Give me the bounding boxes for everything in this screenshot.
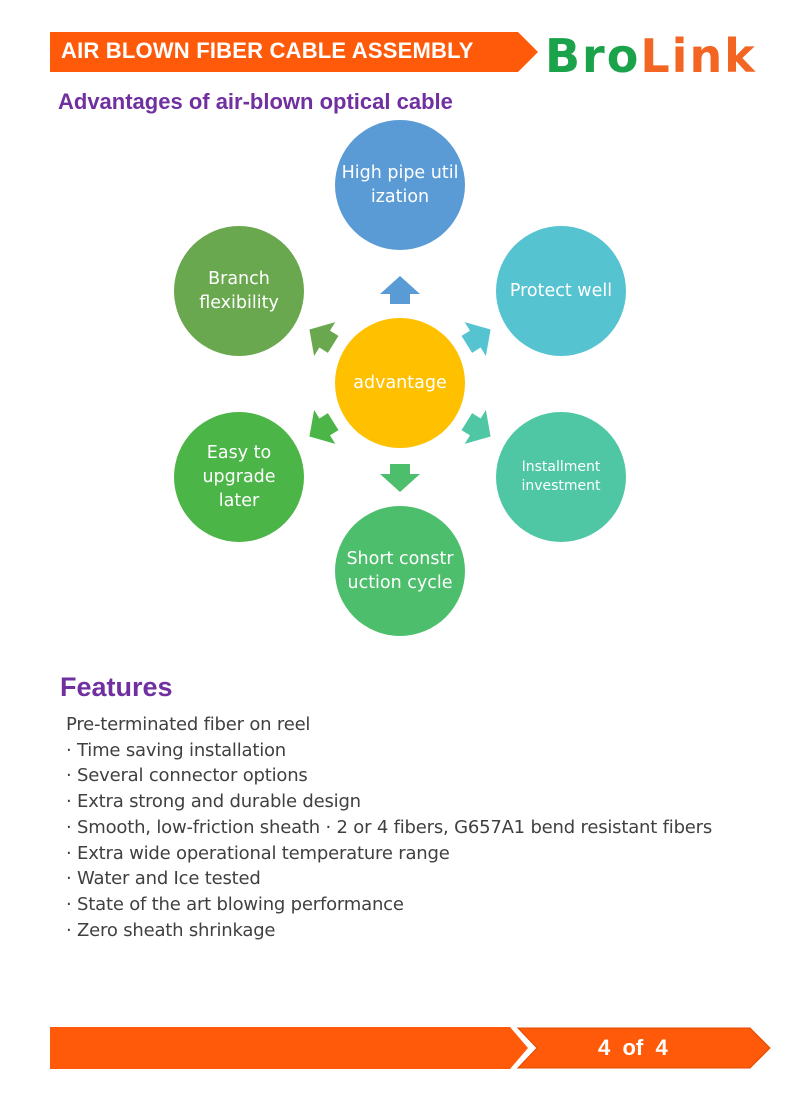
node-lower-right: Installment investment [496,412,626,542]
logo-part-link: Link [640,29,757,83]
diagram-arrows [309,276,491,492]
node-lower-left: Easy to upgrade later [174,412,304,542]
header-title: AIR BLOWN FIBER CABLE ASSEMBLY [61,38,474,63]
feature-item: · State of the art blowing performance [66,893,404,915]
feature-item: · Time saving installation [66,739,287,761]
feature-item: · Water and Ice tested [66,868,261,890]
node-bottom: Short construction cycle [335,506,465,636]
arrow-lower-left-icon [309,409,339,444]
feature-item: · Several connector options [66,765,308,787]
feature-item: · Zero sheath shrinkage [66,919,276,941]
arrow-lower-right-icon [461,409,491,444]
arrow-upper-left-icon [309,322,339,357]
node-center: advantage [335,318,465,448]
header-banner: AIR BLOWN FIBER CABLE ASSEMBLY [50,32,538,72]
arrow-down-icon [380,464,420,492]
logo-part-bro: Bro [545,29,641,83]
feature-item: Pre-terminated fiber on reel [66,714,311,735]
footer-banner: 4 of 4 [50,1025,780,1071]
feature-item: · Extra strong and durable design [66,791,361,813]
brand-logo: BroLink [545,30,757,82]
node-upper-left: Branch flexibility [174,226,304,356]
section-subtitle: Advantages of air-blown optical cable [58,89,453,114]
feature-item: · Smooth, low-friction sheath · 2 or 4 f… [66,816,713,838]
features-title: Features [60,672,173,702]
node-upper-right: Protect well [496,226,626,356]
arrow-up-icon [380,276,420,304]
arrow-upper-right-icon [461,322,491,357]
footer-banner-shape [50,1025,774,1071]
node-top: High pipe utilization [335,120,465,250]
page-number: 4 of 4 [598,1035,668,1060]
features-list: Pre-terminated fiber on reel · Time savi… [66,712,712,943]
feature-item: · Extra wide operational temperature ran… [66,842,450,864]
advantages-diagram: advantage High pipe utilization Protect … [0,120,793,650]
header-banner-shape [50,32,538,72]
